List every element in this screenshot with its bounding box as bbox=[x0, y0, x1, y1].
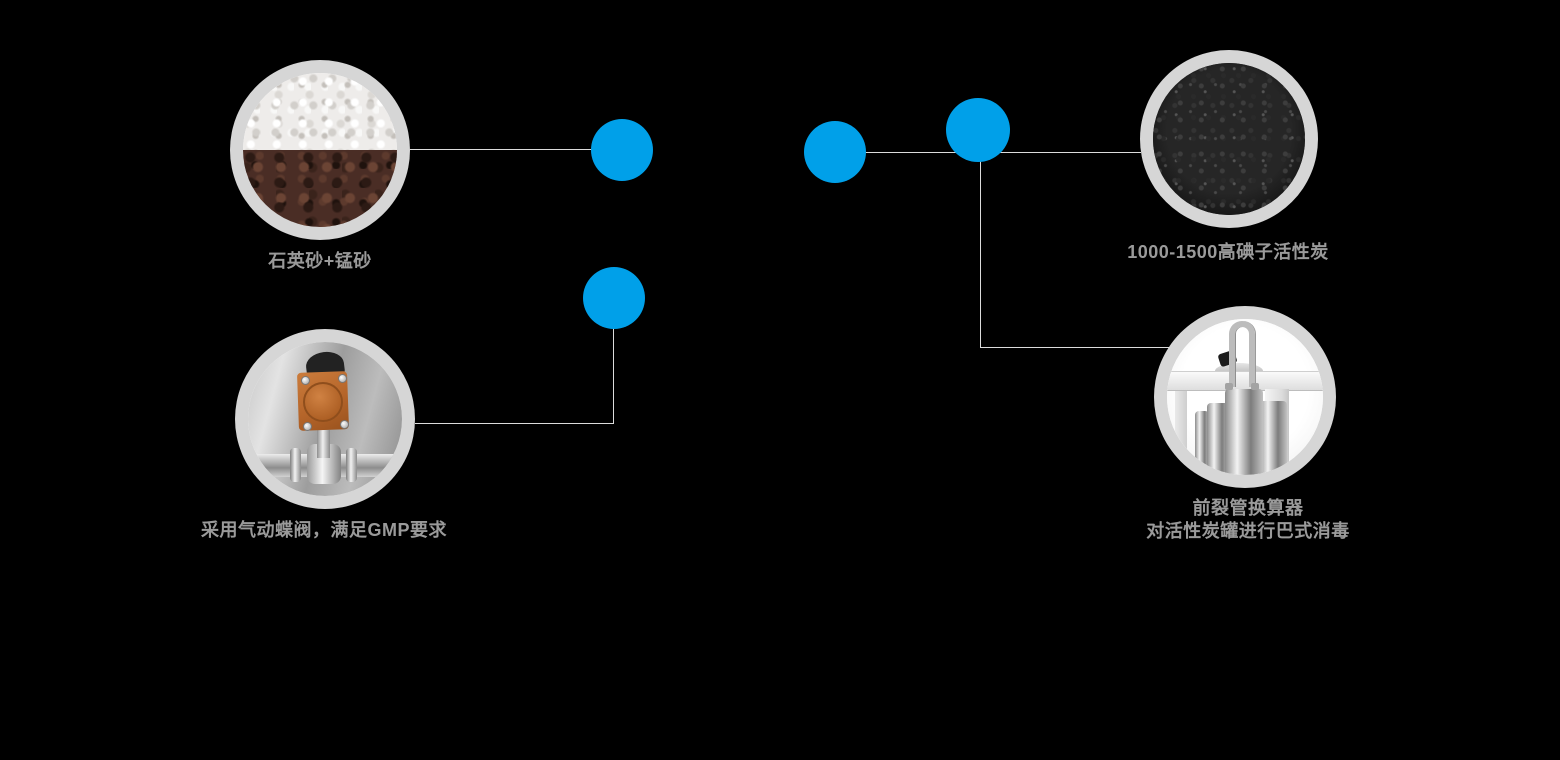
hotspot-dot-sand[interactable] bbox=[591, 119, 653, 181]
exchanger-u-pipe bbox=[1229, 321, 1255, 387]
quartz-sand-and-manganese-sand-photo bbox=[243, 73, 397, 227]
connector-line-valve-dot-vertical bbox=[613, 298, 614, 423]
quartz-sand-texture bbox=[243, 73, 397, 150]
valve-stem bbox=[317, 430, 330, 458]
valve-bolt bbox=[340, 420, 349, 429]
feature-circle-heat-exchanger bbox=[1154, 306, 1336, 488]
connector-line-sand-to-dot bbox=[410, 149, 622, 150]
caption-heat-exchanger-line1: 前裂管换算器 bbox=[1192, 498, 1304, 518]
activated-carbon-granules-photo bbox=[1153, 63, 1305, 215]
valve-flange-left bbox=[290, 448, 301, 482]
valve-bolt bbox=[338, 374, 347, 383]
exchanger-tube bbox=[1207, 403, 1229, 475]
tube-heat-exchanger-photo bbox=[1167, 319, 1323, 475]
hotspot-dot-valve[interactable] bbox=[583, 267, 645, 329]
hotspot-dot-carbon[interactable] bbox=[946, 98, 1010, 162]
caption-carbon: 1000-1500高碘子活性炭 bbox=[1127, 242, 1329, 262]
frame-post-left bbox=[1175, 389, 1187, 475]
manganese-sand-texture bbox=[243, 150, 397, 227]
feature-circle-sand bbox=[230, 60, 410, 240]
caption-heat-exchanger: 前裂管换算器 对活性炭罐进行巴式消毒 bbox=[1073, 497, 1423, 543]
connector-line-to-heat-exchanger bbox=[980, 347, 1170, 348]
caption-heat-exchanger-line2: 对活性炭罐进行巴式消毒 bbox=[1146, 521, 1350, 541]
activated-carbon-texture bbox=[1153, 63, 1305, 215]
connector-line-carbon-dot-vertical bbox=[980, 130, 981, 347]
exchanger-tube bbox=[1259, 401, 1287, 475]
pipe-clamp bbox=[1251, 383, 1259, 390]
hotspot-dot-middle[interactable] bbox=[804, 121, 866, 183]
caption-sand: 石英砂+锰砂 bbox=[268, 251, 372, 271]
valve-bolt bbox=[301, 376, 310, 385]
valve-flange-right bbox=[346, 448, 357, 482]
feature-circle-carbon bbox=[1140, 50, 1318, 228]
pneumatic-butterfly-valve-photo bbox=[248, 342, 402, 496]
exchanger-tube bbox=[1195, 411, 1209, 475]
valve-bolt bbox=[303, 422, 312, 431]
feature-circle-valve bbox=[235, 329, 415, 509]
caption-valve: 采用气动蝶阀，满足GMP要求 bbox=[201, 520, 447, 540]
connector-line-to-valve bbox=[415, 423, 614, 424]
pipe-clamp bbox=[1225, 383, 1233, 390]
valve-actuator-disc bbox=[303, 382, 343, 422]
exchanger-tube-main bbox=[1225, 389, 1263, 475]
